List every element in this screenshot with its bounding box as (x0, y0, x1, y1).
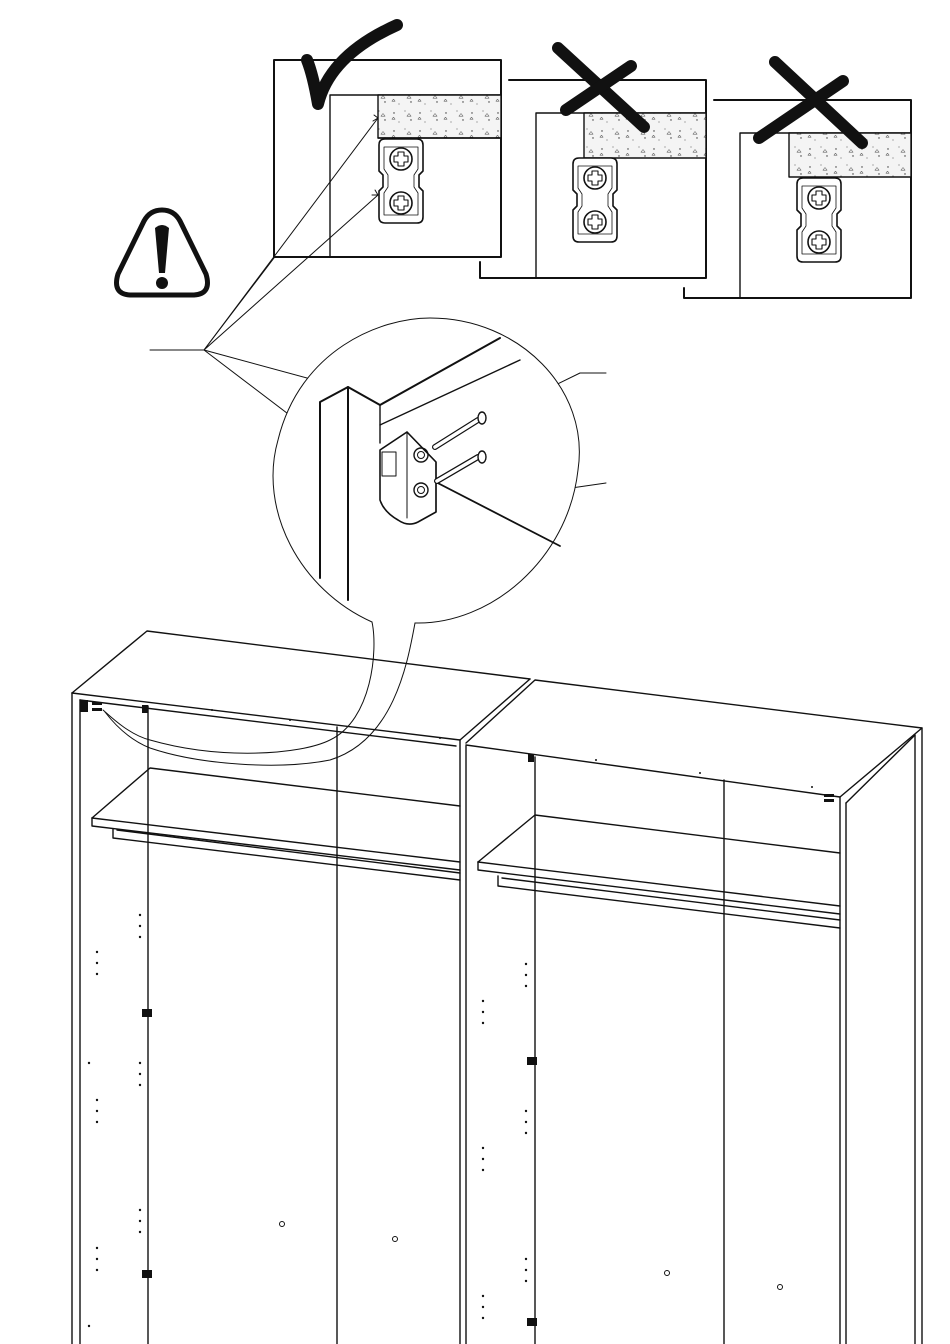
cross-icon (759, 62, 862, 143)
detail-panel-correct (274, 25, 501, 257)
hinge-holes (280, 1222, 783, 1290)
detail-panel-wrong-1 (480, 48, 706, 278)
wardrobe-carcass (72, 631, 922, 1344)
shelf-pin-holes (88, 709, 813, 1327)
bracket-icon (573, 158, 617, 242)
bracket-icon (379, 139, 423, 223)
warning-triangle-icon (117, 210, 208, 295)
fittings (80, 700, 834, 1326)
bracket-icon (797, 178, 841, 262)
detail-panel-wrong-2 (684, 62, 911, 298)
